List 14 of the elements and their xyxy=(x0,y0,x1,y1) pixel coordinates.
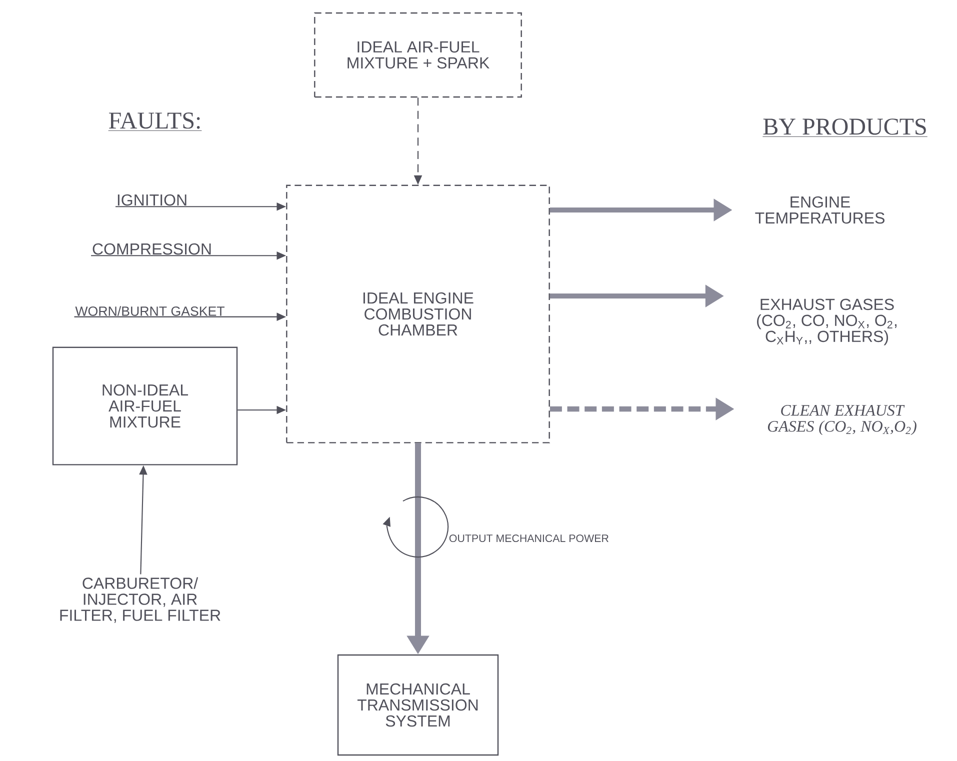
output-label: CLEAN EXHAUST GASES (CO$_{2}$, NO$_{X}$,O$_{2}$) xyxy=(768,405,916,435)
dashed-box: IDEAL AIR-FUEL MIXTURE + SPARK xyxy=(314,12,522,98)
fault-label: COMPRESSION xyxy=(92,243,211,255)
fault-label: WORN/BURNT GASKET xyxy=(75,306,224,316)
process-box: NON-IDEAL AIR-FUEL MIXTURE xyxy=(52,346,238,466)
input-label: CARBURETOR/ INJECTOR, AIR FILTER, FUEL FILTER xyxy=(60,577,220,623)
process-box: MECHANICAL TRANSMISSION SYSTEM xyxy=(337,654,499,756)
chamber-box: IDEAL ENGINE COMBUSTION CHAMBER xyxy=(286,184,550,444)
heading: FAULTS: xyxy=(108,112,202,131)
fault-label: IGNITION xyxy=(118,194,186,206)
heading: BY PRODUCTS xyxy=(762,118,928,137)
edge-label: OUTPUT MECHANICAL POWER xyxy=(448,533,610,544)
output-label: EXHAUST GASES (CO$_{2}$, CO, NO$_{X}$, O$_{2}$, C$_{X}$H$_{Y}$,, OTHERS) xyxy=(757,298,896,346)
output-label: ENGINE TEMPERATURES xyxy=(755,196,884,224)
